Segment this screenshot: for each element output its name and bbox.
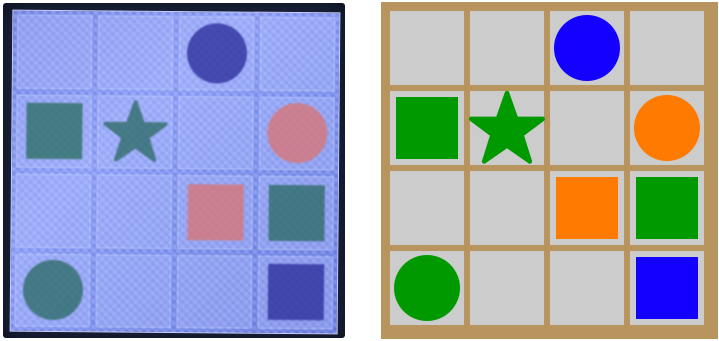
teal-square-piece (268, 185, 324, 241)
photo-grid (15, 15, 336, 330)
green-square-piece (396, 97, 458, 159)
board-cell-r2-c1[interactable] (390, 91, 464, 165)
photo-cell-r2-c4 (259, 96, 335, 170)
photo-cell-r3-c4 (258, 176, 334, 250)
teal-star-piece (103, 100, 168, 165)
board-cell-r1-c2[interactable] (470, 11, 544, 85)
camera-photo-panel (3, 3, 345, 338)
game-board (381, 2, 718, 339)
photo-cell-r1-c2 (98, 15, 174, 89)
blue-circle-piece (554, 15, 620, 81)
board-cell-r3-c3[interactable] (550, 171, 624, 245)
photo-cell-r1-c4 (260, 17, 336, 91)
teal-circle-piece (22, 260, 83, 321)
blue-square-piece (636, 257, 698, 319)
board-cell-r4-c1[interactable] (390, 251, 464, 325)
orange-circle-piece (634, 95, 700, 161)
photo-cell-r3-c2 (96, 174, 172, 248)
photo-cell-r4-c4 (258, 255, 334, 329)
blue-circle-piece (186, 23, 247, 84)
board-grid (390, 11, 704, 325)
photo-cell-r2-c1 (16, 94, 92, 168)
photo-cell-r4-c2 (96, 254, 172, 328)
photo-cell-r2-c3 (178, 96, 254, 170)
photo-cell-r3-c1 (15, 174, 91, 248)
board-cell-r3-c2[interactable] (470, 171, 544, 245)
photo-board (10, 10, 341, 335)
green-star-piece (469, 90, 545, 166)
board-cell-r2-c2[interactable] (470, 91, 544, 165)
board-cell-r1-c3[interactable] (550, 11, 624, 85)
orange-square-piece (556, 177, 618, 239)
green-square-piece (636, 177, 698, 239)
board-cell-r4-c4[interactable] (630, 251, 704, 325)
red-square-piece (187, 184, 243, 240)
board-cell-r3-c1[interactable] (390, 171, 464, 245)
photo-cell-r4-c3 (177, 255, 253, 329)
blue-square-piece (267, 264, 323, 320)
board-cell-r4-c3[interactable] (550, 251, 624, 325)
green-square-piece (26, 103, 82, 159)
board-cell-r1-c1[interactable] (390, 11, 464, 85)
board-cell-r3-c4[interactable] (630, 171, 704, 245)
green-circle-piece (394, 255, 460, 321)
red-circle-piece (267, 103, 328, 164)
board-cell-r2-c3[interactable] (550, 91, 624, 165)
photo-cell-r2-c2 (97, 95, 173, 169)
board-cell-r4-c2[interactable] (470, 251, 544, 325)
board-cell-r1-c4[interactable] (630, 11, 704, 85)
photo-cell-r4-c1 (15, 253, 91, 327)
photo-cell-r3-c3 (177, 175, 253, 249)
board-cell-r2-c4[interactable] (630, 91, 704, 165)
photo-cell-r1-c3 (179, 16, 255, 90)
photo-cell-r1-c1 (17, 15, 93, 89)
